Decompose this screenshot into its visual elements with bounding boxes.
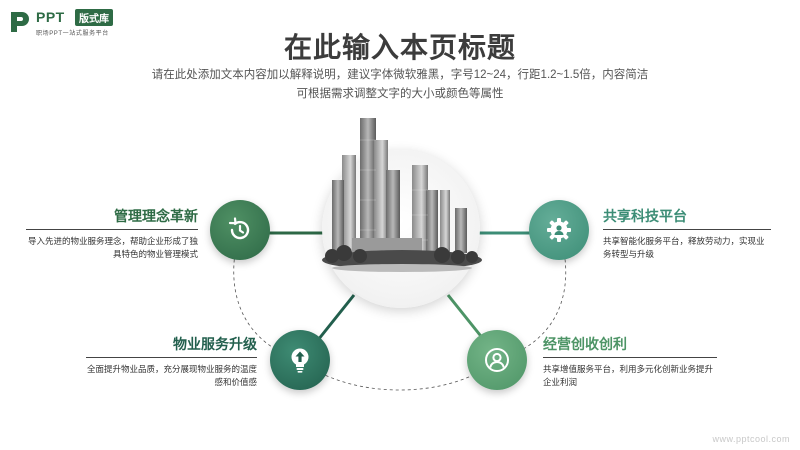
- logo-tagline: 职场PPT一站式服务平台: [36, 31, 109, 37]
- item-shared-tech-platform: 共享科技平台 共享智能化服务平台，释放劳动力，实现业务转型与升级: [603, 206, 771, 261]
- item-title: 物业服务升级: [86, 334, 257, 358]
- item-title: 管理理念革新: [26, 206, 198, 230]
- item-business-revenue: 经营创收创利 共享增值服务平台，利用多元化创新业务提升企业利润: [543, 334, 717, 389]
- item-title: 经营创收创利: [543, 334, 717, 358]
- logo-brand-text: PPT: [36, 9, 65, 25]
- subtitle-line-1: 请在此处添加文本内容加以解释说明，建议字体微软雅黑，字号12~24，行距1.2~…: [151, 69, 649, 81]
- brand-logo[interactable]: PPT 版式库 职场PPT一站式服务平台: [8, 8, 138, 38]
- subtitle-line-2: 可根据需求调整文字的大小或颜色等属性: [296, 88, 504, 100]
- node-business-revenue[interactable]: [467, 330, 527, 390]
- item-description: 共享增值服务平台，利用多元化创新业务提升企业利润: [543, 364, 714, 387]
- node-property-service-upgrade[interactable]: [270, 330, 330, 390]
- bulb-arrow-icon: [291, 348, 309, 373]
- node-management-concept[interactable]: [210, 200, 270, 260]
- item-title: 共享科技平台: [603, 206, 771, 230]
- item-description: 全面提升物业品质，充分展现物业服务的温度感和价值感: [86, 364, 257, 387]
- watermark: www.pptcool.com: [712, 434, 790, 444]
- user-circle-icon: [485, 348, 509, 372]
- city-skyline-image: [322, 118, 482, 272]
- item-description: 共享智能化服务平台，释放劳动力，实现业务转型与升级: [603, 236, 765, 259]
- item-description: 导入先进的物业服务理念，帮助企业形成了独具特色的物业管理模式: [27, 236, 198, 259]
- node-shared-tech-platform[interactable]: [529, 200, 589, 260]
- item-property-service-upgrade: 物业服务升级 全面提升物业品质，充分展现物业服务的温度感和价值感: [86, 334, 257, 389]
- clock-refresh-icon: [228, 217, 250, 240]
- page-subtitle: 请在此处添加文本内容加以解释说明，建议字体微软雅黑，字号12~24，行距1.2~…: [130, 66, 670, 104]
- item-management-concept: 管理理念革新 导入先进的物业服务理念，帮助企业形成了独具特色的物业管理模式: [26, 206, 198, 261]
- logo-badge: 版式库: [75, 9, 113, 26]
- logo-p-icon: [11, 12, 29, 32]
- page-title: 在此输入本页标题: [283, 32, 516, 63]
- gear-person-icon: [547, 218, 571, 242]
